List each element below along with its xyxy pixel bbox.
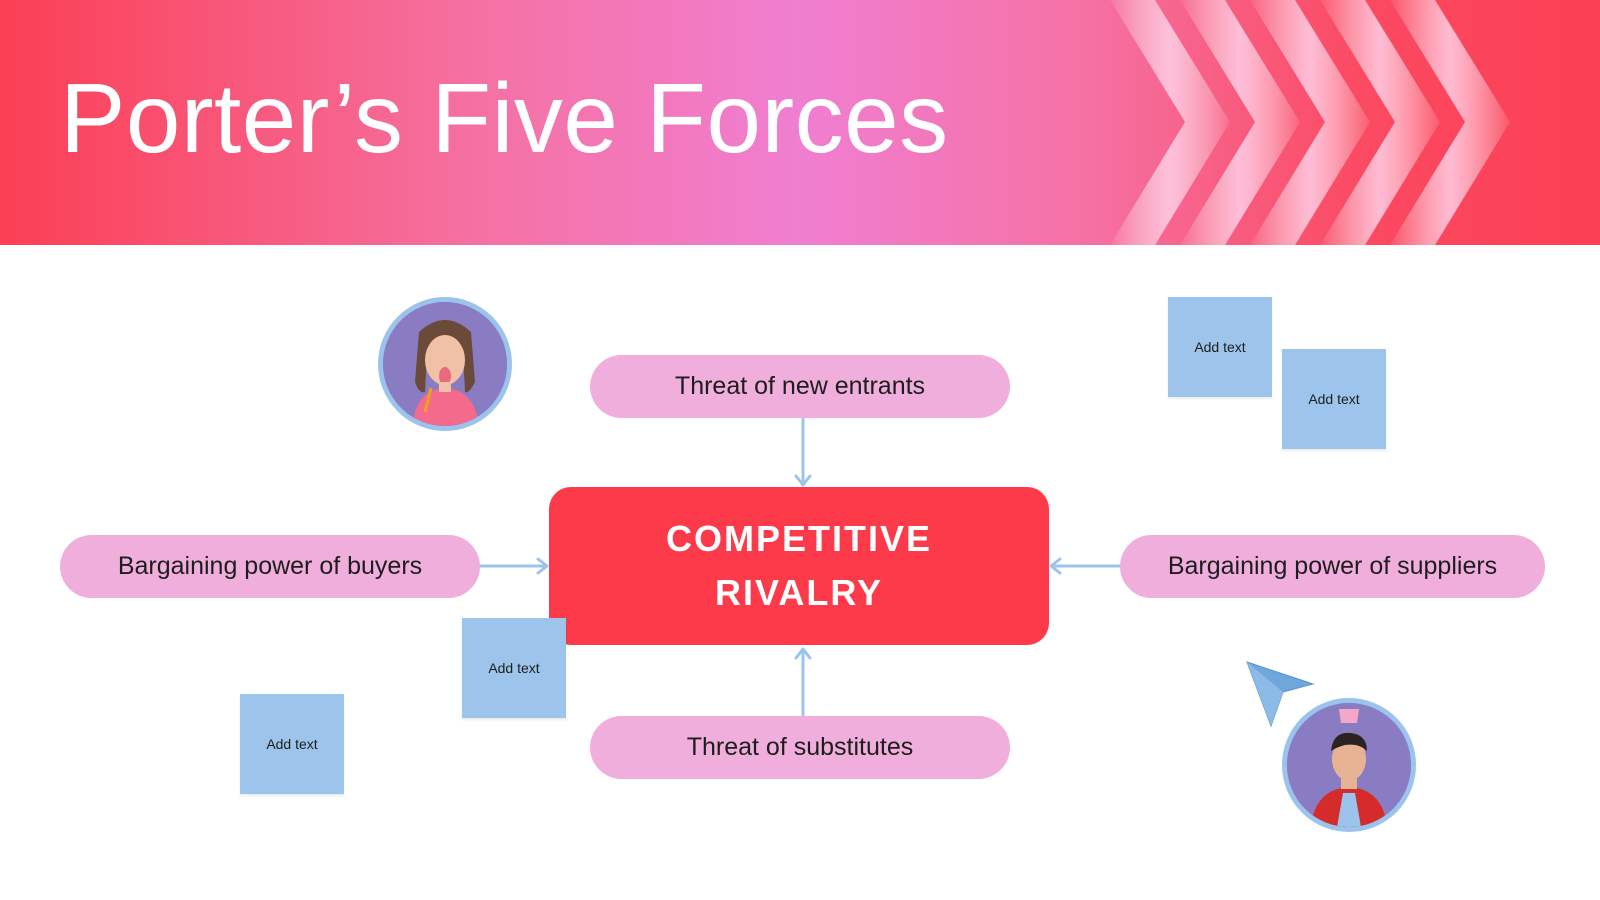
force-threat-substitutes[interactable]: Threat of substitutes [590, 716, 1010, 779]
page-title: Porter’s Five Forces [60, 63, 949, 173]
person-photo-icon [1287, 703, 1411, 827]
avatar [378, 297, 512, 431]
avatar [1282, 698, 1416, 832]
sticky-note[interactable]: Add text [1282, 349, 1386, 449]
person-photo-icon [383, 302, 507, 426]
force-bargaining-power-buyers[interactable]: Bargaining power of buyers [60, 535, 480, 598]
chevron-pattern-icon [1110, 0, 1510, 245]
force-threat-new-entrants[interactable]: Threat of new entrants [590, 355, 1010, 418]
competitive-rivalry-box[interactable]: COMPETITIVE RIVALRY [549, 487, 1049, 645]
sticky-note[interactable]: Add text [1168, 297, 1272, 397]
header-banner: Porter’s Five Forces [0, 0, 1600, 245]
competitive-rivalry-label: COMPETITIVE RIVALRY [665, 518, 933, 613]
sticky-note[interactable]: Add text [462, 618, 566, 718]
sticky-note[interactable]: Add text [240, 694, 344, 794]
force-bargaining-power-suppliers[interactable]: Bargaining power of suppliers [1120, 535, 1545, 598]
cursor-pointer-icon [1246, 661, 1315, 728]
